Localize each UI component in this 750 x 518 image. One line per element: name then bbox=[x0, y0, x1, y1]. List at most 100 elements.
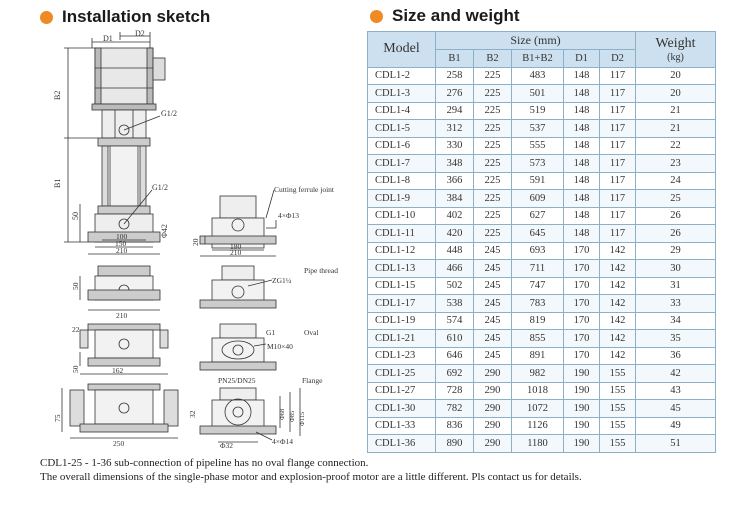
table-cell: 155 bbox=[599, 399, 636, 418]
table-cell: CDL1-11 bbox=[367, 224, 436, 243]
table-cell: 225 bbox=[473, 171, 512, 190]
table-cell: 148 bbox=[563, 189, 600, 208]
table-cell: CDL1-13 bbox=[367, 259, 436, 278]
table-cell: 610 bbox=[435, 329, 474, 348]
table-cell: CDL1-15 bbox=[367, 276, 436, 295]
table-cell: CDL1-6 bbox=[367, 136, 436, 155]
table-cell: CDL1-33 bbox=[367, 416, 436, 435]
table-cell: 1072 bbox=[511, 399, 564, 418]
label-dim-210b: 210 bbox=[230, 248, 242, 257]
table-cell: 170 bbox=[563, 294, 600, 313]
table-cell: 26 bbox=[635, 224, 716, 243]
header-size-group: Size (mm) bbox=[435, 31, 636, 50]
label-holes-4x13: 4×Φ13 bbox=[278, 211, 299, 220]
table-cell: 142 bbox=[599, 294, 636, 313]
label-g12-top: G1/2 bbox=[161, 109, 177, 118]
table-cell: 225 bbox=[473, 189, 512, 208]
table-cell: 330 bbox=[435, 136, 474, 155]
table-cell: 24 bbox=[635, 171, 716, 190]
table-cell: 170 bbox=[563, 259, 600, 278]
table-cell: 142 bbox=[599, 241, 636, 260]
table-cell: 591 bbox=[511, 171, 564, 190]
header-b2: B2 bbox=[473, 49, 512, 68]
bullet-dot bbox=[370, 9, 383, 23]
table-cell: 538 bbox=[435, 294, 474, 313]
table-cell: 20 bbox=[635, 84, 716, 103]
label-dim-phi85: Φ85 bbox=[289, 411, 296, 422]
table-cell: 142 bbox=[599, 276, 636, 295]
label-b1: B1 bbox=[53, 179, 62, 188]
table-cell: 420 bbox=[435, 224, 474, 243]
table-cell: 190 bbox=[563, 381, 600, 400]
table-cell: 170 bbox=[563, 329, 600, 348]
label-dim-phi68: Φ68 bbox=[279, 409, 286, 420]
label-dim-50b: 50 bbox=[71, 282, 80, 290]
table-cell: 258 bbox=[435, 66, 474, 85]
label-dim-180: 180 bbox=[230, 242, 242, 251]
table-cell: 366 bbox=[435, 171, 474, 190]
table-cell: 1126 bbox=[511, 416, 564, 435]
table-cell: 117 bbox=[599, 189, 636, 208]
table-cell: 170 bbox=[563, 241, 600, 260]
label-dim-100: 100 bbox=[116, 232, 128, 241]
table-cell: 117 bbox=[599, 171, 636, 190]
table-cell: CDL1-17 bbox=[367, 294, 436, 313]
header-b1: B1 bbox=[435, 49, 474, 68]
table-cell: 26 bbox=[635, 206, 716, 225]
table-cell: 312 bbox=[435, 119, 474, 138]
table-cell: 537 bbox=[511, 119, 564, 138]
header-weight: Weight (kg) bbox=[635, 31, 716, 68]
table-cell: 148 bbox=[563, 154, 600, 173]
header-weight-unit: (kg) bbox=[667, 51, 684, 63]
table-cell: 42 bbox=[635, 364, 716, 383]
round-flange-views: 75 250 PN25/DN25 Flange 32 Φ68 Φ85 Φ115 … bbox=[53, 376, 323, 450]
table-cell: 519 bbox=[511, 101, 564, 120]
header-d2: D2 bbox=[599, 49, 636, 68]
table-cell: CDL1-36 bbox=[367, 434, 436, 453]
table-cell: 693 bbox=[511, 241, 564, 260]
footnote-motor-dimensions: The overall dimensions of the single-pha… bbox=[40, 471, 582, 483]
table-cell: 49 bbox=[635, 416, 716, 435]
table-cell: 43 bbox=[635, 381, 716, 400]
table-cell: 245 bbox=[473, 241, 512, 260]
table-cell: CDL1-12 bbox=[367, 241, 436, 260]
table-cell: 148 bbox=[563, 224, 600, 243]
table-cell: 117 bbox=[599, 206, 636, 225]
table-cell: CDL1-8 bbox=[367, 171, 436, 190]
label-dim-150: 150 bbox=[115, 239, 127, 248]
table-cell: 117 bbox=[599, 66, 636, 85]
table-cell: 1018 bbox=[511, 381, 564, 400]
table-cell: 836 bbox=[435, 416, 474, 435]
table-cell: 117 bbox=[599, 154, 636, 173]
label-dim-50c: 50 bbox=[71, 365, 80, 373]
table-cell: 225 bbox=[473, 119, 512, 138]
table-cell: 290 bbox=[473, 434, 512, 453]
table-cell: 466 bbox=[435, 259, 474, 278]
table-cell: 148 bbox=[563, 171, 600, 190]
table-cell: 36 bbox=[635, 346, 716, 365]
table-cell: 384 bbox=[435, 189, 474, 208]
table-cell: 290 bbox=[473, 381, 512, 400]
table-cell: CDL1-25 bbox=[367, 364, 436, 383]
table-cell: 782 bbox=[435, 399, 474, 418]
label-b2: B2 bbox=[53, 91, 62, 100]
table-cell: 245 bbox=[473, 276, 512, 295]
label-pn: PN25/DN25 bbox=[218, 376, 256, 385]
table-cell: 23 bbox=[635, 154, 716, 173]
table-cell: CDL1-19 bbox=[367, 311, 436, 330]
table-header-row: Model Size (mm) Weight (kg) bbox=[367, 31, 716, 68]
label-dim-75: 75 bbox=[53, 414, 62, 422]
table-cell: 190 bbox=[563, 416, 600, 435]
table-cell: CDL1-10 bbox=[367, 206, 436, 225]
table-cell: 290 bbox=[473, 399, 512, 418]
